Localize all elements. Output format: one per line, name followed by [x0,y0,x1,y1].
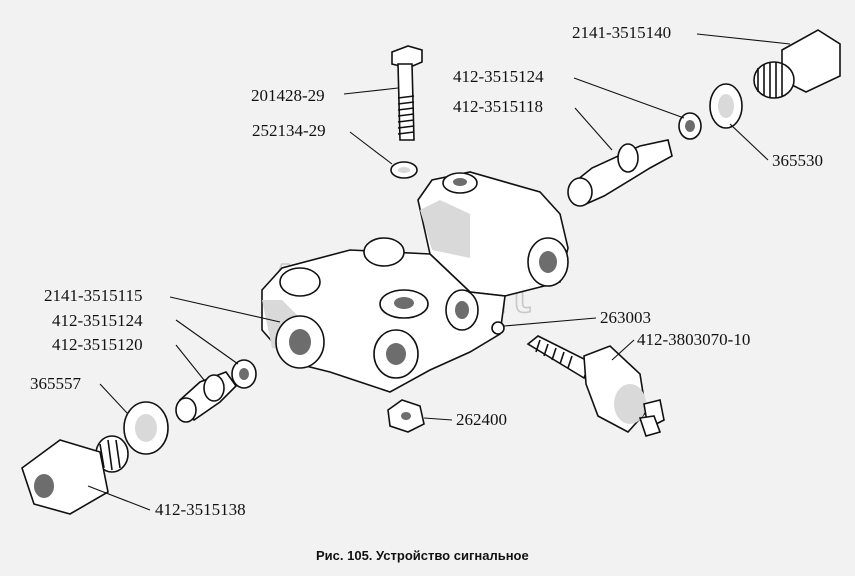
label-ball: 263003 [600,308,651,327]
label-washer-left: 412-3515124 [52,311,143,330]
switch-part [526,335,665,437]
label-nut-bottom-left: 412-3515138 [155,500,246,519]
signal-device-housing [261,171,569,393]
gasket-left-part [123,401,169,455]
label-gasket-left: 365557 [30,374,82,393]
ball-part [491,321,505,335]
label-fitting-left: 2141-3515115 [44,286,143,305]
label-fitting-top-right: 2141-3515140 [572,23,671,42]
washer-left-part [231,359,257,389]
label-switch: 412-3803070-10 [637,330,750,349]
washer-top-right-part [678,112,702,140]
label-plunger-left: 412-3515120 [52,335,143,354]
plunger-top-right-part [567,139,673,207]
fitting-top-right-part [753,29,841,99]
figure-caption: Рис. 105. Устройство сигнальное [316,548,529,563]
bolt-part [391,45,423,141]
label-gasket-top-right: 365530 [772,151,823,170]
leader-lines [87,33,791,511]
nut-bottom-left-part [21,435,129,515]
bolt-washer-part [390,161,418,179]
part-labels: 201428-29 252134-29 2141-3515140 412-351… [30,23,823,519]
gasket-top-right-part [709,83,743,129]
label-bolt: 201428-29 [251,86,325,105]
square-nut-part [387,399,425,433]
label-bolt-washer: 252134-29 [252,121,326,140]
plunger-left-part [175,371,238,423]
label-washer-top-right: 412-3515124 [453,67,544,86]
label-plunger-top-right: 412-3515118 [453,97,543,116]
label-square-nut: 262400 [456,410,507,429]
